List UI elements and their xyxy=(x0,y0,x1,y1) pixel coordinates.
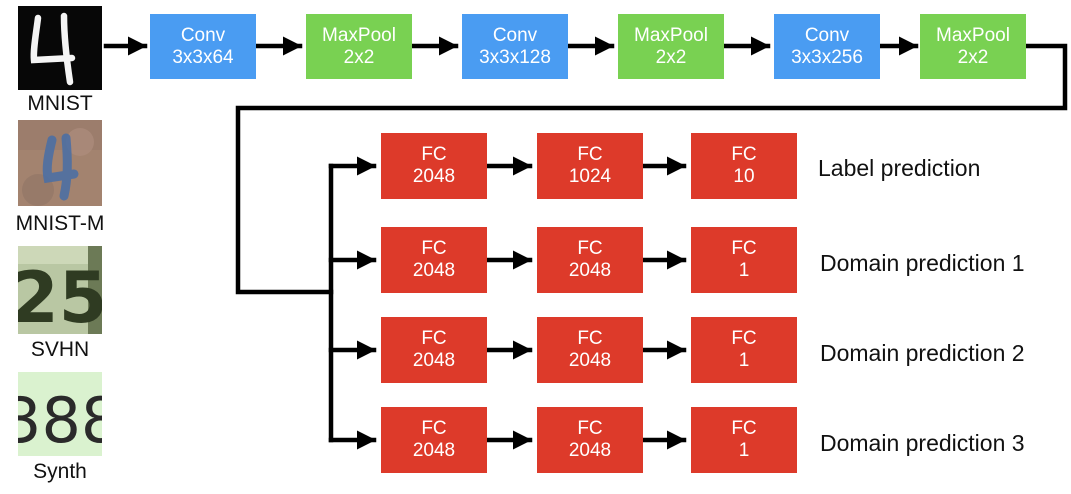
synth-thumbnail: 388 xyxy=(18,372,102,456)
head4-fc2: FC 2048 xyxy=(537,407,643,473)
head4-fc2-type: FC xyxy=(577,418,603,439)
synth-digits: 388 xyxy=(18,384,102,456)
synth-digit-image: 388 xyxy=(18,372,102,456)
conv-block-3-params: 3x3x256 xyxy=(791,46,863,68)
maxpool-block-3: MaxPool 2x2 xyxy=(920,14,1026,79)
head3-fc2: FC 2048 xyxy=(537,317,643,383)
wrap-around-wire xyxy=(235,43,1068,295)
head2-fc3-type: FC xyxy=(731,238,757,259)
head1-fc1-units: 2048 xyxy=(412,166,456,187)
head2-fc2: FC 2048 xyxy=(537,227,643,293)
head3-fc1: FC 2048 xyxy=(381,317,487,383)
conv-block-1-params: 3x3x64 xyxy=(172,46,234,68)
maxpool-block-3-params: 2x2 xyxy=(957,46,989,68)
mnist-digit-image xyxy=(18,6,102,90)
head3-fc2-type: FC xyxy=(577,328,603,349)
head3-fc1-type: FC xyxy=(421,328,447,349)
head3-fc2-units: 2048 xyxy=(568,350,612,371)
mnist-m-thumbnail xyxy=(18,120,102,206)
conv-block-3-type: Conv xyxy=(804,24,850,46)
head1-fc3-type: FC xyxy=(731,144,757,165)
head2-fc1-type: FC xyxy=(421,238,447,259)
head1-fc3-units: 10 xyxy=(733,166,755,187)
maxpool-block-1-params: 2x2 xyxy=(343,46,375,68)
head4-fc1-units: 2048 xyxy=(412,440,456,461)
svhn-digits: 25 xyxy=(18,257,102,334)
head2-fc1-units: 2048 xyxy=(412,260,456,281)
head4-fc1-type: FC xyxy=(421,418,447,439)
mnist-m-label: MNIST-M xyxy=(15,212,105,235)
mnist-thumbnail xyxy=(18,6,102,90)
maxpool-block-2-type: MaxPool xyxy=(634,24,708,46)
svhn-thumbnail: 25 xyxy=(18,246,102,334)
conv-block-1: Conv 3x3x64 xyxy=(150,14,256,79)
head4-fc3-units: 1 xyxy=(738,440,750,461)
conv-block-2-params: 3x3x128 xyxy=(479,46,551,68)
mnist-m-digit-image xyxy=(18,120,102,206)
head1-fc1-type: FC xyxy=(421,144,447,165)
head2-fc2-type: FC xyxy=(577,238,603,259)
head2-fc2-units: 2048 xyxy=(568,260,612,281)
synth-label: Synth xyxy=(33,460,87,483)
head1-fc2-type: FC xyxy=(577,144,603,165)
head3-fc1-units: 2048 xyxy=(412,350,456,371)
head1-fc2: FC 1024 xyxy=(537,133,643,199)
head3-fc3-units: 1 xyxy=(738,350,750,371)
head1-label: Label prediction xyxy=(818,155,981,181)
conv-block-2: Conv 3x3x128 xyxy=(462,14,568,79)
head2-fc1: FC 2048 xyxy=(381,227,487,293)
head4-fc2-units: 2048 xyxy=(568,440,612,461)
maxpool-block-3-type: MaxPool xyxy=(936,24,1010,46)
conv-block-2-type: Conv xyxy=(492,24,538,46)
maxpool-block-1: MaxPool 2x2 xyxy=(306,14,412,79)
svhn-digit-image: 25 xyxy=(18,246,102,334)
head3-fc3-type: FC xyxy=(731,328,757,349)
head4-label: Domain prediction 3 xyxy=(820,430,1025,456)
head4-fc1: FC 2048 xyxy=(381,407,487,473)
svhn-label: SVHN xyxy=(30,338,90,361)
head2-fc3-units: 1 xyxy=(738,260,750,281)
head4-fc3-type: FC xyxy=(731,418,757,439)
conv-block-1-type: Conv xyxy=(180,24,226,46)
maxpool-block-1-type: MaxPool xyxy=(322,24,396,46)
mnist-label: MNIST xyxy=(27,92,93,115)
conv-block-3: Conv 3x3x256 xyxy=(774,14,880,79)
head3-fc3: FC 1 xyxy=(691,317,797,383)
head2-fc3: FC 1 xyxy=(691,227,797,293)
head1-fc2-units: 1024 xyxy=(568,166,612,187)
head1-fc3: FC 10 xyxy=(691,133,797,199)
head4-fc3: FC 1 xyxy=(691,407,797,473)
head1-fc1: FC 2048 xyxy=(381,133,487,199)
head3-label: Domain prediction 2 xyxy=(820,340,1025,366)
maxpool-block-2: MaxPool 2x2 xyxy=(618,14,724,79)
head2-label: Domain prediction 1 xyxy=(820,250,1025,276)
maxpool-block-2-params: 2x2 xyxy=(655,46,687,68)
